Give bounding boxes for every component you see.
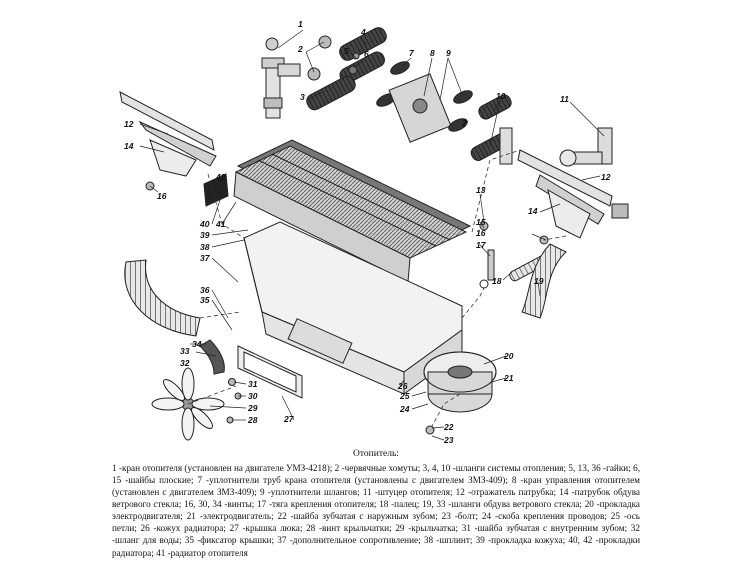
hatch-cover (237, 345, 303, 399)
callout-8: 8 (430, 48, 435, 58)
callout-4: 4 (360, 27, 366, 37)
callout-26: 26 (397, 381, 408, 391)
callout-20: 20 (503, 351, 514, 361)
callout-14-left: 14 (124, 141, 134, 151)
callout-16-left: 16 (157, 191, 167, 201)
callout-13: 13 (476, 185, 486, 195)
callout-35: 35 (200, 295, 210, 305)
callout-27: 27 (283, 414, 295, 424)
callout-40: 40 (199, 219, 210, 229)
callout-11: 11 (560, 94, 569, 104)
caption-legend-text: 1 -кран отопителя (установлен на двигате… (112, 462, 640, 558)
callout-19: 19 (534, 276, 544, 286)
callout-10: 10 (496, 91, 506, 101)
callout-30: 30 (248, 391, 258, 401)
callout-12-right: 12 (601, 172, 611, 182)
callout-41: 41 (215, 219, 226, 229)
heater-valve (261, 37, 301, 119)
radiator-housing (243, 221, 463, 395)
caption-title: Отопитель: (353, 449, 399, 459)
windscreen-hoses-right (509, 243, 567, 319)
heating-hoses (306, 27, 387, 111)
callout-38: 38 (200, 242, 210, 252)
callout-37: 37 (200, 253, 211, 263)
figure-caption: Отопитель: 1 -кран отопителя (установлен… (112, 448, 640, 559)
callout-7: 7 (409, 48, 415, 58)
electric-motor (423, 351, 497, 413)
callout-32: 32 (180, 358, 190, 368)
valve-assembly (376, 61, 513, 165)
callout-1: 1 (298, 19, 303, 29)
heater-fitting (559, 127, 613, 167)
callout-15: 15 (476, 217, 486, 227)
callout-22: 22 (443, 422, 454, 432)
callout-12-left: 12 (124, 119, 134, 129)
heater-radiator (203, 139, 472, 283)
callout-16-right: 16 (476, 228, 486, 238)
callout-2-lower: 2 (461, 118, 467, 128)
callout-5: 5 (344, 46, 349, 56)
windscreen-hoses-left (124, 259, 225, 375)
callout-17: 17 (476, 240, 487, 250)
heater-exploded-diagram: 1 2 3 4 5 6 7 8 9 10 2 11 12 14 16 12 13… (119, 19, 629, 445)
callout-3: 3 (300, 92, 305, 102)
callout-36: 36 (200, 285, 210, 295)
callout-21: 21 (503, 373, 514, 383)
fan-impeller (151, 367, 225, 441)
callout-2: 2 (297, 44, 303, 54)
callout-31: 31 (248, 379, 258, 389)
callout-24: 24 (399, 404, 410, 414)
callout-39: 39 (200, 230, 210, 240)
callout-9: 9 (446, 48, 451, 58)
callout-6: 6 (364, 49, 369, 59)
callout-25: 25 (399, 391, 410, 401)
callout-14-right: 14 (528, 206, 538, 216)
leader-lines (139, 29, 605, 441)
callout-42: 42 (215, 172, 226, 182)
left-deflector (119, 91, 217, 177)
callout-33: 33 (180, 346, 190, 356)
callout-18: 18 (492, 276, 502, 286)
right-deflector (517, 149, 629, 239)
callout-28: 28 (247, 415, 258, 425)
callout-labels: 1 2 3 4 5 6 7 8 9 10 2 11 12 14 16 12 13… (124, 19, 611, 445)
callout-29: 29 (247, 403, 258, 413)
callout-34: 34 (192, 339, 202, 349)
callout-23: 23 (443, 435, 454, 445)
